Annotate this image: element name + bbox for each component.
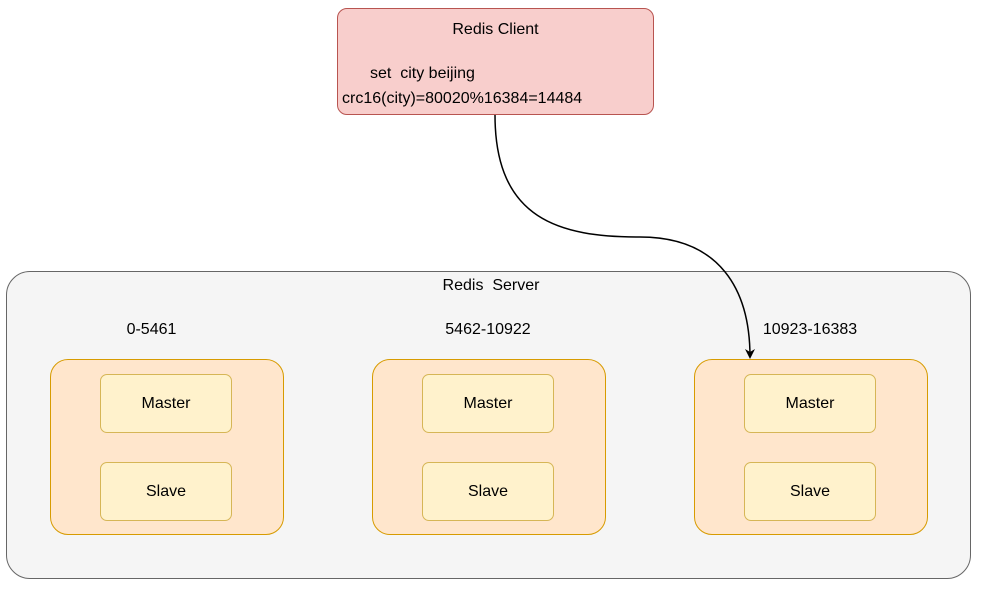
slot-range-label-1: 0-5461 (126, 321, 177, 338)
client-command-text: set city beijing (370, 65, 475, 82)
master-node: Master (100, 374, 232, 433)
slave-node: Slave (744, 462, 876, 521)
master-node: Master (422, 374, 554, 433)
shard-group-2: Master Slave (372, 359, 606, 535)
client-hash-text: crc16(city)=80020%16384=14484 (342, 90, 583, 107)
redis-server-title: Redis Server (442, 277, 540, 294)
shard-group-1: Master Slave (50, 359, 284, 535)
redis-client-title: Redis Client (452, 21, 539, 38)
slot-range-label-3: 10923-16383 (762, 321, 858, 338)
redis-client-box: Redis Client set city beijing crc16(city… (337, 8, 654, 115)
slave-node: Slave (100, 462, 232, 521)
slot-range-label-2: 5462-10922 (445, 321, 531, 338)
slave-node: Slave (422, 462, 554, 521)
shard-group-3: Master Slave (694, 359, 928, 535)
master-node: Master (744, 374, 876, 433)
